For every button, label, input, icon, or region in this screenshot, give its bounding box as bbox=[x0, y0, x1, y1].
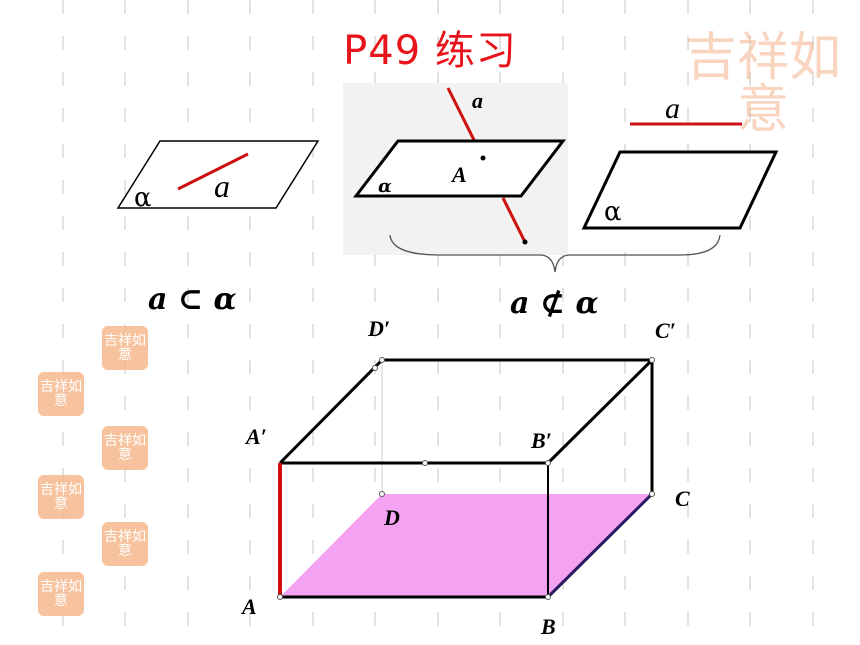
watermark-seal: 吉祥如意 bbox=[38, 572, 84, 616]
vertex-B1-label: B′ bbox=[531, 428, 552, 453]
watermark-seal: 吉祥如意 bbox=[38, 372, 84, 416]
curly-brace bbox=[389, 234, 721, 273]
plane-alpha-label-2: α bbox=[378, 176, 392, 197]
vertex-C-label: C bbox=[675, 486, 690, 511]
vertex-A1-label: A′ bbox=[246, 424, 267, 449]
relation-contained: a ⊂ α bbox=[148, 282, 237, 317]
vertex-D1-label: D′ bbox=[368, 316, 391, 341]
point-A-marker bbox=[480, 155, 486, 161]
cuboid-base-face bbox=[280, 494, 652, 597]
plane-alpha-label-3: α bbox=[604, 197, 622, 227]
line-a-lower bbox=[501, 197, 527, 243]
vertex-B-label: B bbox=[541, 614, 556, 639]
plane-1 bbox=[116, 140, 320, 209]
watermark-seal-large: 吉祥如意 bbox=[684, 28, 841, 140]
watermark-seal: 吉祥如意 bbox=[102, 522, 148, 566]
plane-3 bbox=[581, 150, 779, 230]
slide-title: P49 练习 bbox=[343, 28, 517, 74]
line-a-end bbox=[522, 239, 528, 245]
line-a-label-2: a bbox=[472, 88, 483, 113]
watermark-seal: 吉祥如意 bbox=[38, 475, 84, 519]
edge-B1C1 bbox=[546, 358, 654, 465]
point-A-label: A bbox=[452, 162, 467, 187]
edge-BC bbox=[546, 492, 654, 599]
vertex-C1-label: C′ bbox=[655, 318, 676, 343]
vertex-D-label: D bbox=[384, 505, 400, 530]
watermark-seal: 吉祥如意 bbox=[102, 326, 148, 370]
edge-A1D1 bbox=[278, 358, 384, 465]
plane-2 bbox=[352, 139, 567, 198]
line-a-label-3: a bbox=[665, 92, 680, 125]
plane-alpha-label-1: α bbox=[134, 183, 152, 213]
line-a-label-1: a bbox=[214, 168, 230, 204]
vertex-A-label: A bbox=[242, 594, 257, 619]
relation-not-contained: a ⊄ α bbox=[510, 286, 599, 321]
watermark-seal: 吉祥如意 bbox=[102, 426, 148, 470]
line-a-in-plane bbox=[177, 152, 249, 191]
cuboid-vertex-markers bbox=[277, 357, 655, 600]
